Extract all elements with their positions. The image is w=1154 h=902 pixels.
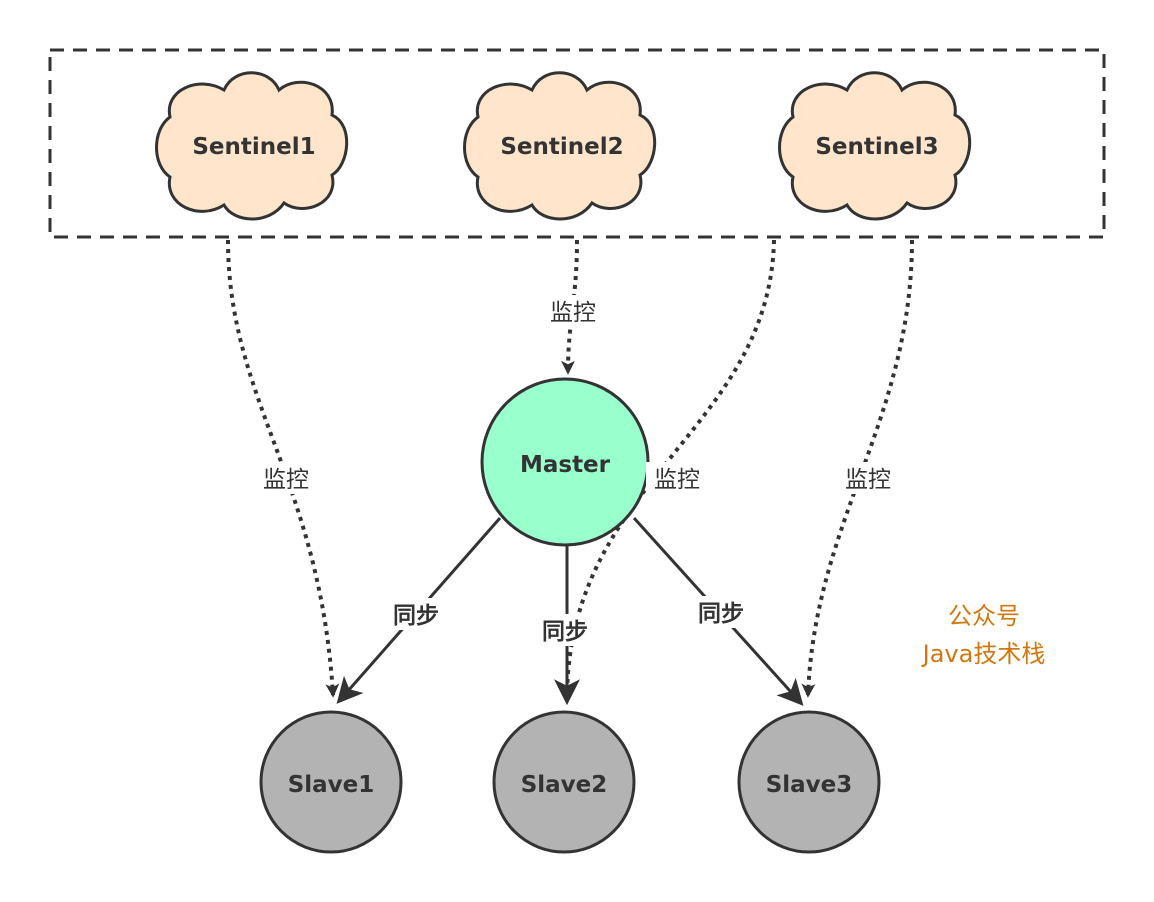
sentinel-node-2: Sentinel2 bbox=[463, 71, 657, 221]
slave-label-1: Slave1 bbox=[288, 772, 375, 798]
sync-label-slave1: 同步 bbox=[393, 603, 439, 629]
monitor-label-master: 监控 bbox=[550, 300, 596, 326]
watermark-line2: Java技术栈 bbox=[921, 640, 1046, 668]
monitor-label-slave1: 监控 bbox=[263, 467, 309, 493]
sentinel-label-2: Sentinel2 bbox=[500, 134, 623, 160]
monitor-edge-slave1 bbox=[226, 239, 340, 698]
monitor-edge-master bbox=[561, 239, 579, 375]
sync-label-slave3: 同步 bbox=[698, 601, 744, 627]
slave-node-1 bbox=[259, 710, 403, 854]
monitor-label-slave2: 监控 bbox=[654, 467, 700, 493]
monitor-label-slave3: 监控 bbox=[845, 467, 891, 493]
master-label: Master bbox=[520, 452, 611, 478]
sync-label-slave2: 同步 bbox=[542, 619, 588, 645]
monitor-edge-slave2 bbox=[560, 239, 776, 698]
slave-label-3: Slave3 bbox=[766, 772, 853, 798]
slave-node-3 bbox=[737, 710, 881, 854]
sentinel-label-3: Sentinel3 bbox=[815, 134, 938, 160]
sentinel-node-1: Sentinel1 bbox=[155, 71, 349, 221]
sentinel-node-3: Sentinel3 bbox=[778, 71, 972, 221]
slave-node-2 bbox=[492, 710, 636, 854]
sentinel-label-1: Sentinel1 bbox=[192, 134, 315, 160]
watermark-line1: 公众号 bbox=[948, 602, 1020, 630]
slave-label-2: Slave2 bbox=[521, 772, 608, 798]
